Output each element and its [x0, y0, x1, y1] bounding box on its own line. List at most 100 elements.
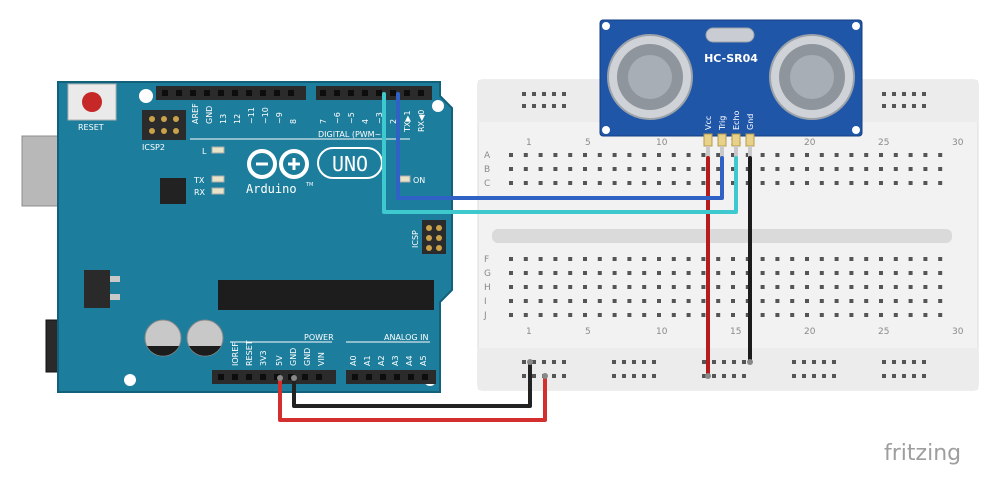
wire-end	[747, 359, 753, 365]
pin-label: 13	[219, 114, 228, 124]
mount-hole	[602, 126, 610, 134]
hole	[923, 257, 928, 261]
hole	[562, 104, 566, 108]
hole	[892, 360, 896, 364]
hole	[731, 299, 735, 303]
hole	[819, 181, 824, 185]
hole	[923, 271, 928, 275]
hole	[882, 104, 886, 108]
hole	[671, 181, 676, 185]
column-labels-bottom: 1 5 10 15 20 25 30	[526, 327, 964, 337]
reset-button-cap	[82, 92, 102, 112]
hole	[583, 257, 587, 261]
hole	[657, 271, 661, 275]
wire-echo-cyan[interactable]	[382, 92, 738, 214]
hole	[923, 153, 928, 157]
mount-hole	[852, 126, 860, 134]
hole	[879, 153, 883, 157]
hole	[732, 374, 736, 378]
hole	[686, 257, 691, 261]
hole	[908, 271, 913, 275]
hole	[893, 299, 898, 303]
hole	[352, 374, 358, 380]
hole	[538, 181, 543, 185]
hole	[790, 271, 795, 275]
wire-5v-red[interactable]	[278, 374, 547, 422]
pin-label: ~5	[347, 112, 356, 124]
hole	[597, 271, 602, 275]
wire-trig-blue[interactable]	[396, 92, 724, 200]
hole	[509, 271, 513, 275]
hole	[538, 313, 543, 317]
hole	[597, 181, 602, 185]
hole	[390, 90, 396, 96]
hole	[938, 153, 943, 157]
hole	[348, 90, 354, 96]
hole	[722, 374, 726, 378]
icsp-header	[422, 220, 446, 254]
pin-label: IOREF	[231, 342, 240, 366]
pin-label: A0	[349, 355, 358, 366]
hole	[893, 271, 898, 275]
hole	[732, 360, 736, 364]
analog-label: ANALOG IN	[384, 333, 429, 342]
crystal-oscillator	[705, 27, 755, 43]
hole	[568, 181, 573, 185]
row-label: H	[484, 283, 491, 293]
hole	[583, 313, 587, 317]
hole	[790, 153, 795, 157]
digital-label: DIGITAL (PWM~)	[318, 130, 384, 139]
hole	[849, 313, 854, 317]
hole	[553, 257, 558, 261]
hole	[218, 90, 224, 96]
wire-end	[527, 359, 533, 365]
hole	[849, 285, 854, 289]
hole	[701, 285, 706, 289]
hole	[302, 374, 308, 380]
hole	[538, 271, 543, 275]
hole	[864, 285, 869, 289]
hole	[190, 90, 196, 96]
hole	[288, 374, 294, 380]
hole	[612, 299, 617, 303]
hole	[523, 181, 528, 185]
hole	[775, 313, 780, 317]
hole	[745, 285, 750, 289]
hole	[760, 257, 765, 261]
hole	[864, 257, 869, 261]
hole	[834, 167, 839, 171]
hole	[922, 104, 926, 108]
row-label: J	[483, 311, 487, 321]
wire-gnd2-black[interactable]	[292, 360, 532, 408]
hole	[162, 90, 168, 96]
hole	[612, 285, 617, 289]
hole	[849, 167, 854, 171]
hole	[775, 153, 780, 157]
arduino-uno: RESET ICSP2 AREF GND 13 12 ~11 ~10 ~9 8 …	[21, 81, 453, 393]
hole	[532, 104, 536, 108]
hole	[731, 313, 735, 317]
hole	[716, 167, 721, 171]
hole	[805, 257, 809, 261]
hole	[523, 285, 528, 289]
hole	[923, 285, 928, 289]
hole	[509, 299, 513, 303]
hole	[532, 92, 536, 96]
hole	[422, 374, 428, 380]
hole	[908, 257, 913, 261]
hole	[722, 360, 726, 364]
hole	[509, 181, 513, 185]
pin-label: A5	[419, 355, 428, 366]
hole	[792, 360, 796, 364]
uno-text: UNO	[332, 152, 368, 176]
hole	[562, 360, 566, 364]
pin-label: 4	[361, 119, 370, 124]
sensor-model-label: HC-SR04	[704, 52, 758, 65]
hole	[879, 313, 883, 317]
hole	[902, 360, 906, 364]
hole	[627, 271, 632, 275]
hole	[775, 271, 780, 275]
led-tx	[211, 175, 225, 183]
pin-label: A2	[377, 355, 386, 366]
